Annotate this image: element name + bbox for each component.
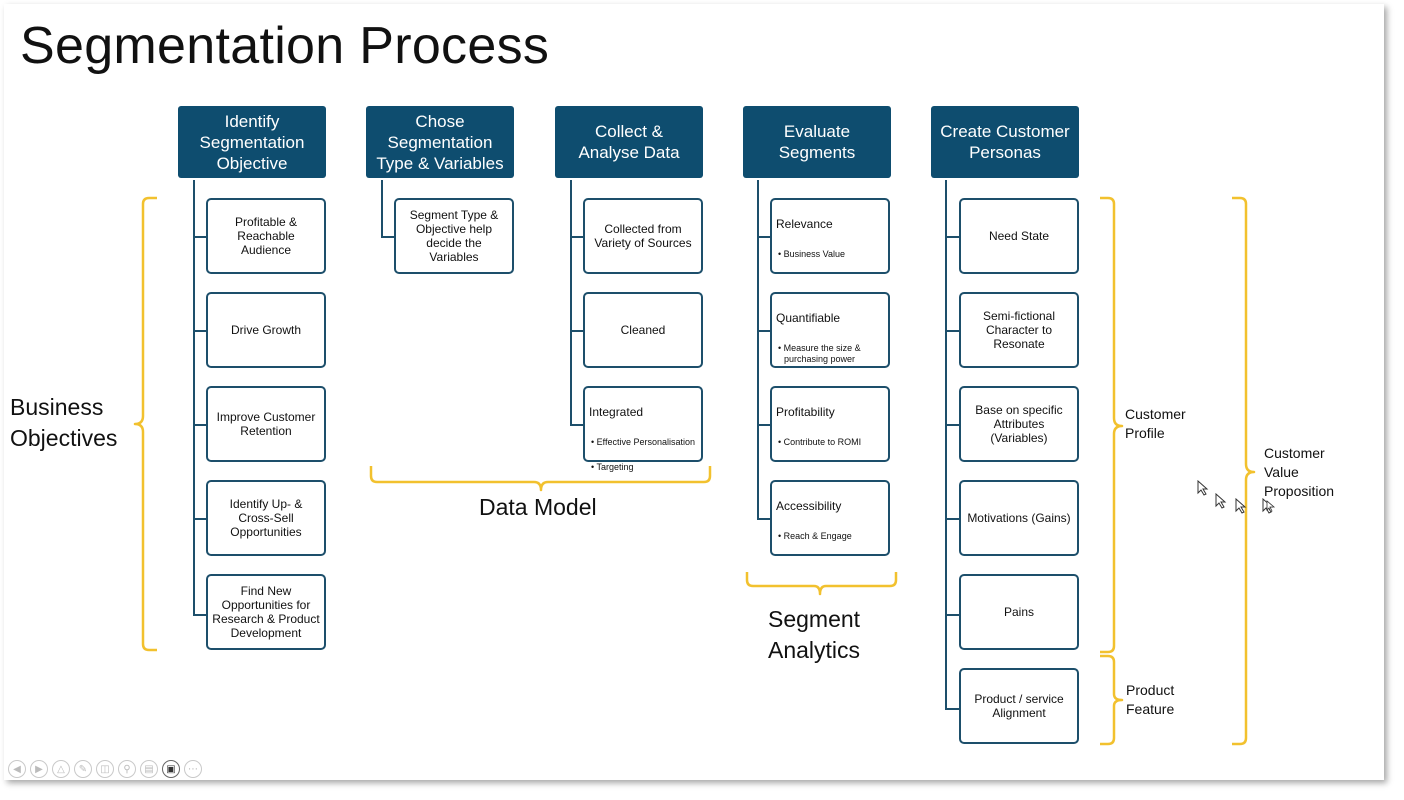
box-bullet: • Measure the size & purchasing power [778, 343, 861, 364]
evaluate-box-relevance: Relevance • Business Value [770, 198, 890, 274]
header-identify-objective: Identify Segmentation Objective [178, 106, 326, 178]
persona-box: Semi-fictional Character to Resonate [959, 292, 1079, 368]
box-title: Quantifiable [776, 311, 841, 325]
persona-box: Base on specific Attributes (Variables) [959, 386, 1079, 462]
zoom-icon[interactable]: ⚲ [118, 760, 136, 778]
header-collect-data: Collect & Analyse Data [555, 106, 703, 178]
data-box-cleaned: Cleaned [583, 292, 703, 368]
evaluate-box-quantifiable: Quantifiable • Measure the size & purcha… [770, 292, 890, 368]
header-customer-personas: Create Customer Personas [931, 106, 1079, 178]
slide: Segmentation Process Identify Segmentati… [4, 4, 1384, 780]
box-title: Integrated [589, 405, 644, 419]
segment-type-box: Segment Type & Objective help decide the… [394, 198, 514, 274]
more-icon[interactable]: ⋯ [184, 760, 202, 778]
connector-data [570, 180, 572, 426]
box-bullet: • Reach & Engage [778, 531, 852, 541]
connector-evaluate [757, 180, 759, 520]
box-bullet: • Targeting [591, 462, 634, 472]
data-box-integrated: Integrated • Effective Personalisation •… [583, 386, 703, 472]
persona-box: Need State [959, 198, 1079, 274]
box-bullet: • Effective Personalisation [591, 437, 696, 447]
cursor-icon [1262, 498, 1276, 514]
bracket-customer-profile [1100, 196, 1124, 654]
objective-box: Profitable & Reachable Audience [206, 198, 326, 274]
box-title: Relevance [776, 217, 833, 231]
label-data-model: Data Model [479, 494, 597, 520]
evaluate-box-accessibility: Accessibility • Reach & Engage [770, 480, 890, 556]
bracket-segment-analytics [745, 572, 898, 596]
objective-box: Find New Opportunities for Research & Pr… [206, 574, 326, 650]
slide-title: Segmentation Process [20, 17, 550, 75]
slides-icon[interactable]: ◫ [96, 760, 114, 778]
box-title: Profitability [776, 405, 835, 419]
label-customer-value-proposition: Customer Value Proposition [1264, 445, 1335, 499]
persona-box: Pains [959, 574, 1079, 650]
objective-box: Identify Up- & Cross-Sell Opportunities [206, 480, 326, 556]
bracket-customer-value-proposition [1232, 196, 1256, 746]
pen-icon[interactable]: ✎ [74, 760, 92, 778]
data-box-collected: Collected from Variety of Sources [583, 198, 703, 274]
label-customer-profile: Customer Profile [1125, 406, 1186, 441]
evaluate-box-profitability: Profitability • Contribute to ROMI [770, 386, 890, 462]
persona-box: Product / service Alignment [959, 668, 1079, 744]
next-icon[interactable]: ▶ [30, 760, 48, 778]
objective-box: Drive Growth [206, 292, 326, 368]
box-title: Accessibility [776, 499, 842, 513]
subtitles-icon[interactable]: ▤ [140, 760, 158, 778]
cursor-icon [1235, 498, 1247, 514]
header-segmentation-type: Chose Segmentation Type & Variables [366, 106, 514, 178]
connector-persona [945, 180, 947, 710]
bracket-data-model [369, 466, 712, 492]
presenter-toolbar: ◀ ▶ △ ✎ ◫ ⚲ ▤ ▣ ⋯ [8, 760, 202, 778]
box-bullet: • Contribute to ROMI [778, 437, 862, 447]
label-business-objectives: Business Objectives [10, 394, 118, 451]
cursor-icon [1197, 480, 1209, 496]
bracket-product-feature [1100, 654, 1124, 746]
bracket-business-objectives [133, 196, 157, 652]
persona-box: Motivations (Gains) [959, 480, 1079, 556]
label-product-feature: Product Feature [1126, 682, 1175, 717]
pointer-icon[interactable]: △ [52, 760, 70, 778]
objective-box: Improve Customer Retention [206, 386, 326, 462]
label-segment-analytics: Segment Analytics [768, 606, 861, 663]
cursor-icon [1215, 493, 1227, 509]
previous-icon[interactable]: ◀ [8, 760, 26, 778]
brackets-layer [133, 196, 1256, 746]
camera-icon[interactable]: ▣ [162, 760, 180, 778]
box-bullet: • Business Value [778, 249, 846, 259]
connector-type [381, 180, 383, 238]
header-evaluate-segments: Evaluate Segments [743, 106, 891, 178]
connector-objective [193, 180, 195, 616]
